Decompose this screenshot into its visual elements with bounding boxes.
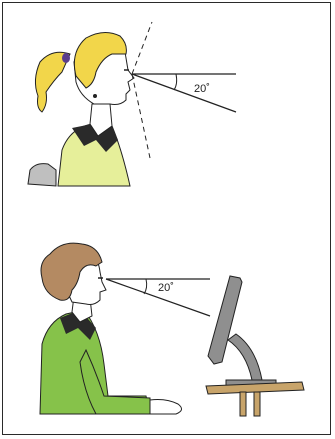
gaze-20deg-line-top [132,74,236,112]
bottom-panel: 20˚ [40,243,304,416]
angle-label-top: 20˚ [194,83,210,95]
monitor-stand-arm [228,334,262,380]
angle-arc-top [174,74,177,90]
hand-bottom [150,400,182,415]
angle-arc-bottom [144,279,147,294]
computer-monitor [208,276,276,386]
chair-back-top [28,164,56,186]
desk-leg-left [240,392,246,416]
monitor-screen [208,276,242,364]
desk-leg-right [254,392,260,416]
desk [206,382,304,416]
lower-field-dashed-line [132,74,150,158]
top-panel: 20˚ [28,22,236,186]
earring-top [93,94,97,98]
angle-label-bottom: 20˚ [158,282,174,294]
upper-field-dashed-line [132,22,152,74]
hair-tie [62,53,70,63]
